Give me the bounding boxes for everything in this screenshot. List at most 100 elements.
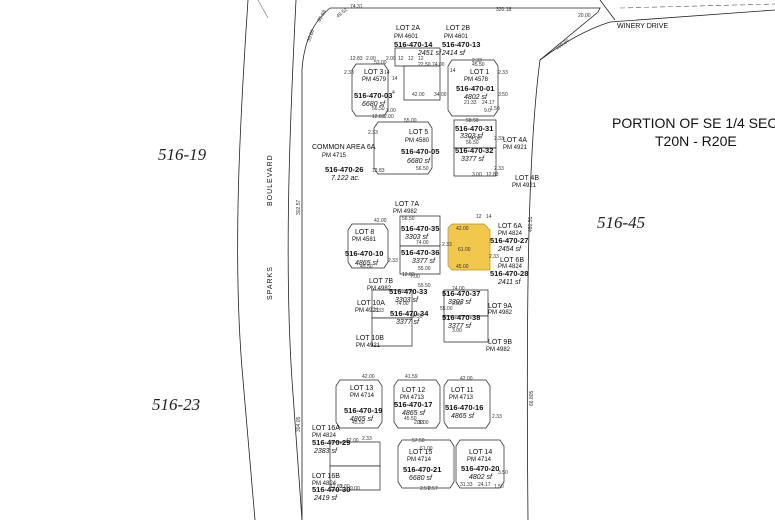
lot-dimension-label: 12.83: [486, 172, 499, 178]
road-tick: [257, 0, 269, 19]
svg-text:PM 4982: PM 4982: [486, 347, 511, 353]
lot-label[interactable]: LOT 8 PM 4581 516-470-10 4865 sf: [345, 229, 383, 267]
lot-dimension-label: 12: [408, 56, 414, 62]
svg-text:3303 sf: 3303 sf: [405, 234, 429, 241]
svg-text:516-470-36: 516-470-36: [401, 248, 439, 257]
lot-label[interactable]: 516-470-36 3377 sf LOT 7B PM 4982: [367, 248, 439, 292]
lot-dimension-label: 3.00: [472, 172, 482, 178]
lot-dimension-label: 61.00: [420, 446, 433, 452]
lot-label[interactable]: 516-470-37 3303 sf LOT 9A PM 4982: [442, 289, 513, 316]
svg-text:2411 sf: 2411 sf: [497, 279, 521, 286]
svg-text:516-470-05: 516-470-05: [401, 147, 439, 156]
lot-dimension-label: 3.00: [452, 328, 462, 334]
svg-text:PM 4714: PM 4714: [407, 457, 432, 463]
lot-label[interactable]: LOT 6A PM 4824 516-470-27 2454 sf: [490, 223, 528, 253]
lot-dimension-label: 45.50: [404, 416, 417, 422]
svg-text:PM 4578: PM 4578: [464, 77, 489, 83]
svg-text:LOT 8: LOT 8: [355, 229, 374, 236]
lot-label[interactable]: LOT 11 PM 4713 516-470-16 4865 sf: [445, 387, 483, 420]
svg-text:LOT 15: LOT 15: [409, 449, 432, 456]
svg-text:PM 4715: PM 4715: [322, 153, 347, 159]
lot-dimension-label: 45.50: [472, 62, 485, 68]
map-title-line1: PORTION OF SE 1/4 SEC: [612, 115, 775, 131]
lot-dimension-label: 2.33: [494, 166, 504, 172]
lot-label[interactable]: LOT 10A PM 4921 516-470-33 3303 sf: [355, 287, 427, 314]
svg-text:4802 sf: 4802 sf: [469, 474, 493, 481]
svg-text:PM 4579: PM 4579: [362, 77, 387, 83]
common-area-label: COMMON AREA 6A PM 4715 516-470-26 7.122 …: [312, 144, 376, 182]
svg-text:LOT 16A: LOT 16A: [312, 425, 340, 432]
svg-text:PM 4824: PM 4824: [312, 433, 337, 439]
lot-label[interactable]: 516-470-31 3303 sf LOT 4A PM 4921: [455, 124, 528, 151]
lot-label[interactable]: LOT 5 PM 4580 516-470-05 6680 sf: [401, 129, 439, 165]
lot-dimension-label: 2.33: [494, 136, 504, 142]
lot-label[interactable]: LOT 2B PM 4601 516-470-13 2414 sf: [441, 25, 480, 57]
lot-dimension-label: 74.00: [452, 286, 465, 292]
lot-dimension-label: 56.50: [416, 166, 429, 172]
lot-dimension-label: 2.33: [452, 301, 462, 307]
svg-text:516-470-26: 516-470-26: [325, 165, 363, 174]
lot-label[interactable]: LOT 6B PM 4824 516-470-28 2411 sf: [490, 257, 528, 286]
lot-label[interactable]: LOT 14 PM 4714 516-470-20 4802 sf: [461, 449, 499, 481]
lot-dimension-label: 78.00: [416, 420, 429, 426]
svg-text:3303 sf: 3303 sf: [448, 299, 472, 306]
lot-dimension-label: 4: [392, 90, 395, 96]
lot-dimension-label: 2.33: [374, 308, 384, 314]
lot-label[interactable]: LOT 3 PM 4579 516-470-03 6680 sf: [354, 69, 392, 108]
svg-text:PM 4713: PM 4713: [449, 395, 474, 401]
svg-text:516-470-34: 516-470-34: [390, 309, 429, 318]
svg-text:PM 4713: PM 4713: [400, 395, 425, 401]
lot-label[interactable]: LOT 10B PM 4921 516-470-34 3377 sf: [356, 309, 429, 349]
svg-text:516-470-37: 516-470-37: [442, 289, 480, 298]
lot-dimension-label: 55.00: [404, 118, 417, 124]
svg-text:LOT 4B: LOT 4B: [515, 175, 539, 182]
lot-label[interactable]: LOT 7A PM 4982 516-470-35 3303 sf: [393, 201, 439, 241]
lot-dimension-label: 42.00: [346, 438, 359, 444]
lot-label[interactable]: LOT 16B PM 4824 516-470-30 2419 sf: [312, 473, 350, 502]
lot-dimension-label: 2.33: [344, 70, 354, 76]
highlighted-parcel[interactable]: [447, 223, 491, 271]
sparks-boulevard-west-edge: [237, 0, 256, 520]
lot-label[interactable]: 516-470-32 3377 sf LOT 4B PM 4921: [455, 146, 539, 189]
lot-label[interactable]: LOT 12 PM 4713 516-470-17 4865 sf: [394, 387, 432, 417]
svg-text:LOT 9A: LOT 9A: [488, 303, 512, 310]
svg-text:3303 sf: 3303 sf: [395, 297, 419, 304]
svg-text:PM 4921: PM 4921: [512, 183, 537, 189]
svg-text:74.31: 74.31: [350, 4, 363, 10]
svg-text:2.33: 2.33: [489, 254, 499, 260]
neighbor-book-west-south: 516-23: [152, 395, 200, 414]
svg-text:PM 4601: PM 4601: [394, 34, 419, 40]
lot-dimension-label: 56.50: [372, 106, 385, 112]
svg-text:4865 sf: 4865 sf: [451, 413, 475, 420]
lot-dimension-label: 56.50: [466, 140, 479, 146]
svg-text:PM 4921: PM 4921: [356, 343, 381, 349]
svg-text:LOT 10A: LOT 10A: [357, 300, 385, 307]
svg-text:PM 4714: PM 4714: [467, 457, 492, 463]
svg-text:516-470-28: 516-470-28: [490, 269, 528, 278]
lot-dimension-label: 74.00: [396, 301, 409, 307]
lot-label[interactable]: LOT 16A PM 4824 516-470-29 2383 sf: [312, 425, 350, 455]
lot-label[interactable]: 516-470-38 3377 sf LOT 9B PM 4982: [442, 313, 512, 353]
svg-text:4865 sf: 4865 sf: [402, 410, 426, 417]
svg-text:6680 sf: 6680 sf: [362, 101, 386, 108]
svg-text:LOT 2B: LOT 2B: [446, 25, 470, 32]
svg-text:LOT 11: LOT 11: [451, 387, 474, 394]
svg-text:516-470-01: 516-470-01: [456, 84, 494, 93]
svg-text:6680 sf: 6680 sf: [407, 158, 431, 165]
lot-dimension-label: 2.33: [492, 414, 502, 420]
svg-text:LOT 12: LOT 12: [402, 387, 425, 394]
lot-label[interactable]: LOT 15 PM 4714 516-470-21 6680 sf: [403, 449, 441, 482]
lot-dimension-label: 3.50: [498, 470, 508, 476]
svg-text:516-470-20: 516-470-20: [461, 464, 499, 473]
lot-dimension-label: 2.33: [442, 242, 452, 248]
lot-label[interactable]: LOT 2A PM 4601 516-470-14 2451 sf: [394, 25, 442, 57]
lot-dimension-label: 57.50: [412, 438, 425, 444]
svg-text:516-470-32: 516-470-32: [455, 146, 493, 155]
lot-dimension-label: 3.00: [386, 108, 396, 114]
lot-dimension-label: 45.50: [352, 420, 365, 426]
lot-dimension-label: 45.50: [360, 264, 373, 270]
svg-text:PM 4824: PM 4824: [498, 264, 523, 270]
lot-label[interactable]: LOT 13 PM 4714 516-470-19 4865 sf: [344, 385, 382, 423]
lot-label[interactable]: LOT 1 PM 4578 516-470-01 4802 sf: [456, 69, 494, 101]
neighbor-book-west-north: 516-19: [158, 145, 207, 164]
